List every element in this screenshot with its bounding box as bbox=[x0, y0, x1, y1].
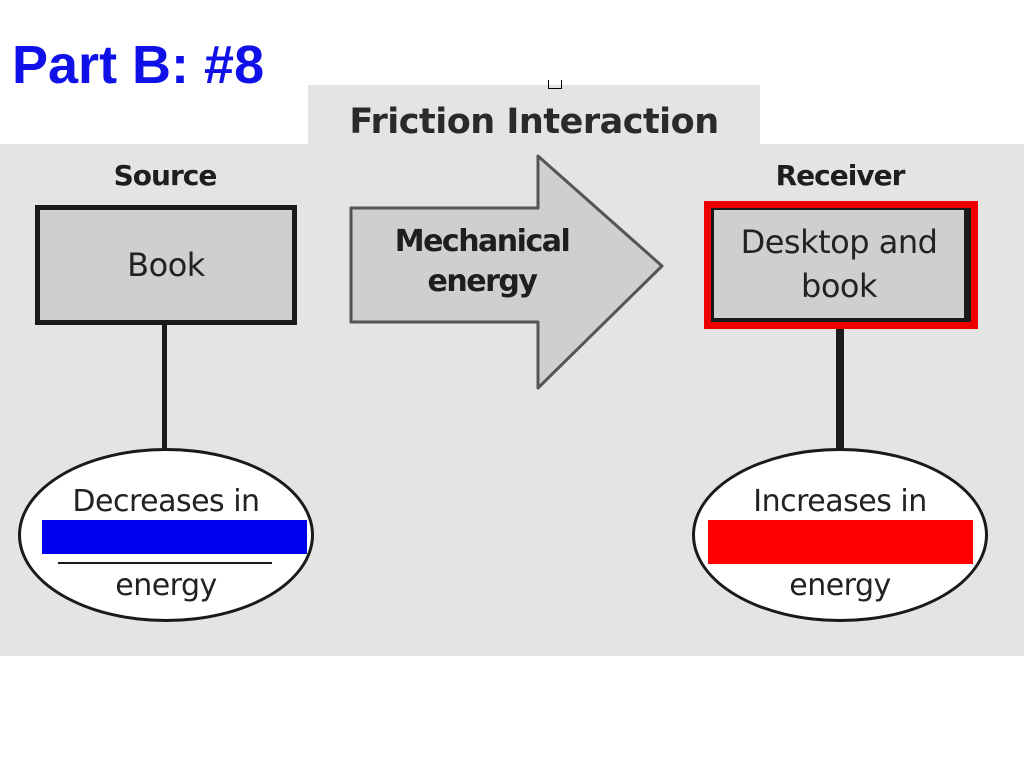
receiver-heading: Receiver bbox=[775, 159, 906, 192]
transfer-label: Mechanical energy bbox=[372, 222, 592, 302]
energy-transfer-arrow bbox=[349, 154, 664, 390]
diagram-title-tab bbox=[308, 85, 760, 145]
transfer-label-line1: Mechanical bbox=[394, 224, 571, 259]
receiver-connector-line bbox=[836, 329, 844, 449]
receiver-box-label: Desktop and book bbox=[741, 220, 938, 308]
source-box: Book bbox=[35, 205, 297, 325]
receiver-answer-blank bbox=[708, 520, 973, 564]
small-marker bbox=[548, 80, 562, 89]
source-oval-top-text: Decreases in bbox=[72, 484, 260, 519]
diagram-title: Friction Interaction bbox=[349, 102, 719, 142]
receiver-box-label-line2: book bbox=[801, 267, 877, 305]
source-blank-underline bbox=[58, 562, 272, 564]
source-connector-line bbox=[162, 325, 167, 449]
source-answer-blank bbox=[42, 520, 307, 554]
receiver-box: Desktop and book bbox=[714, 210, 964, 318]
source-oval-bottom-text: energy bbox=[115, 568, 217, 603]
receiver-box-label-line1: Desktop and bbox=[740, 223, 938, 261]
source-heading: Source bbox=[113, 159, 218, 192]
transfer-label-line2: energy bbox=[427, 264, 538, 299]
source-box-label: Book bbox=[127, 246, 205, 284]
receiver-oval-top-text: Increases in bbox=[753, 484, 927, 519]
slide-title: Part B: #8 bbox=[12, 35, 265, 95]
receiver-oval-bottom-text: energy bbox=[789, 568, 891, 603]
